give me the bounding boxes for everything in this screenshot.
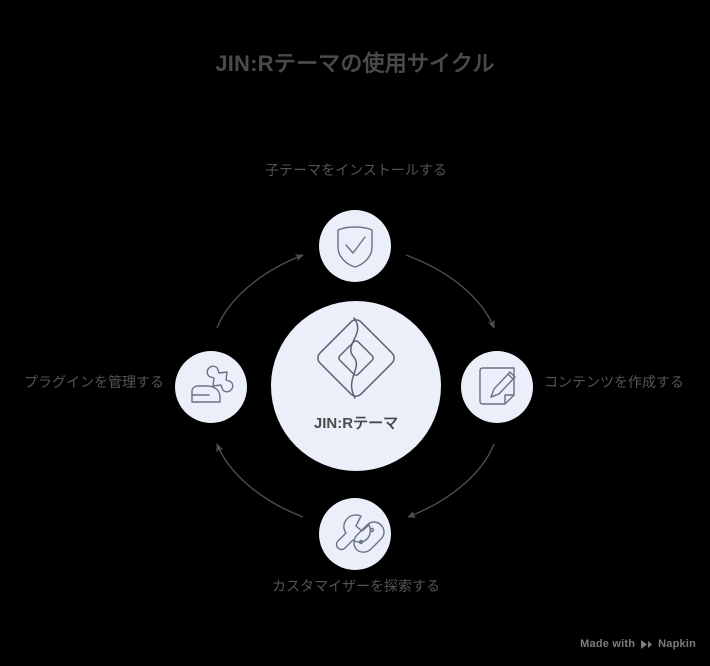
- cycle-arrows: [216, 254, 495, 518]
- arrow-top-to-right: [405, 254, 495, 329]
- document-pencil-icon: [479, 367, 516, 405]
- puzzle-piece-icon: [191, 365, 234, 403]
- node-left[interactable]: [175, 351, 247, 423]
- node-bottom-circle: [319, 498, 391, 570]
- node-right-circle: [461, 351, 533, 423]
- wrench-toggle-icon: [335, 514, 385, 553]
- node-bottom-label: カスタマイザーを探索する: [272, 578, 440, 594]
- watermark-brand: Napkin: [658, 638, 696, 650]
- center-circle: [271, 301, 441, 471]
- node-top-label: 子テーマをインストールする: [265, 162, 447, 178]
- arrow-bottom-to-left: [216, 443, 304, 518]
- arrow-left-to-top: [216, 254, 304, 329]
- node-right[interactable]: [461, 351, 533, 423]
- node-top[interactable]: [319, 210, 391, 282]
- watermark: Made with Napkin: [580, 638, 696, 650]
- node-right-label: コンテンツを作成する: [544, 374, 684, 390]
- node-top-circle: [319, 210, 391, 282]
- node-left-label: プラグインを管理する: [24, 374, 164, 390]
- node-bottom[interactable]: [319, 498, 391, 570]
- center-node[interactable]: [271, 301, 441, 471]
- page-title: JIN:Rテーマの使用サイクル: [215, 51, 495, 76]
- center-node-label: JIN:Rテーマ: [313, 415, 399, 432]
- watermark-prefix: Made with: [580, 638, 636, 650]
- shield-check-icon: [337, 226, 373, 268]
- napkin-logo-icon: [640, 639, 653, 650]
- arrow-right-to-bottom: [407, 443, 495, 518]
- diamond-logo-icon: [317, 317, 395, 399]
